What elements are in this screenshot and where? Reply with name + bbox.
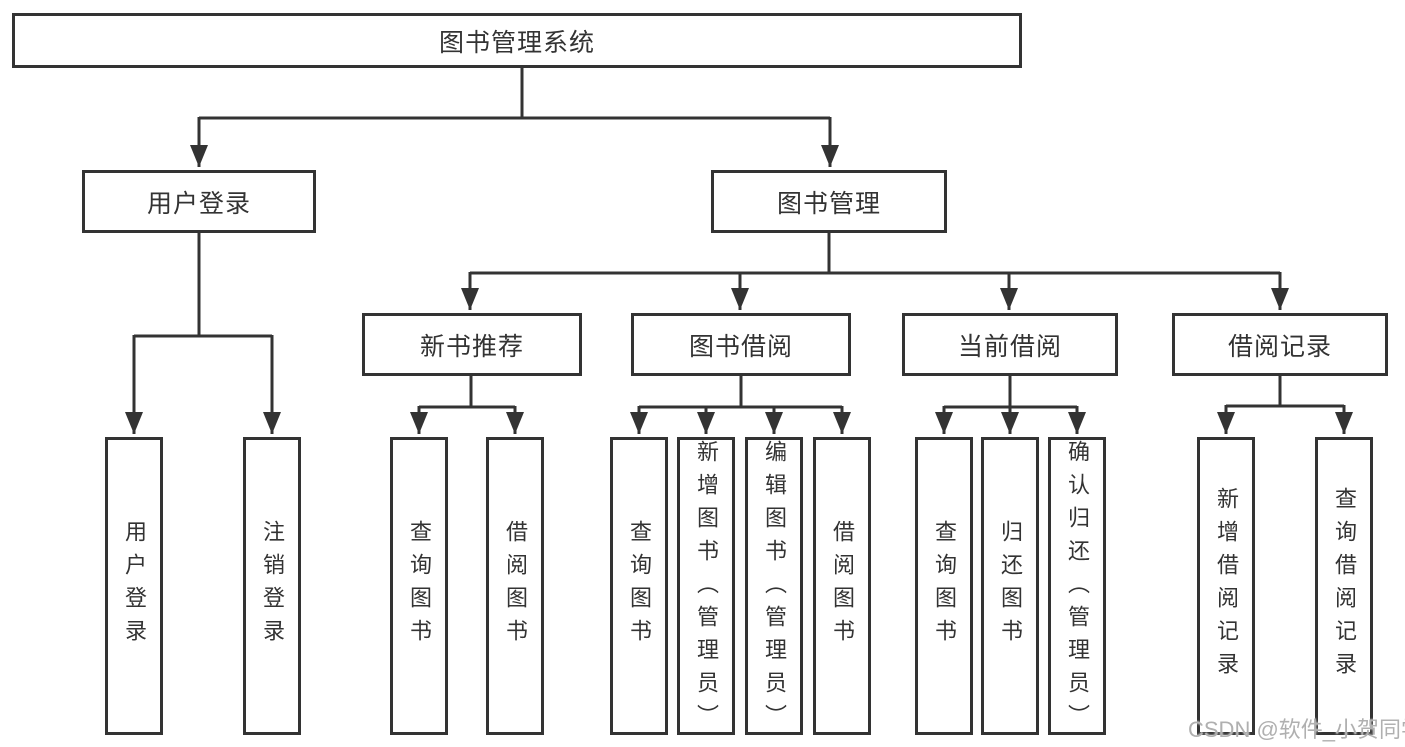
leaf-cb-return-book: 归还图书: [981, 437, 1039, 735]
csdn-watermark: CSDN @软件_小贺同学: [1188, 717, 1405, 742]
leaf-br-add-record: 新增借阅记录: [1197, 437, 1255, 735]
root-branch: [190, 68, 839, 167]
node-book-mgmt: 图书管理: [711, 170, 947, 233]
leaf-bb-edit-book-admin: 编辑图书（管理员）: [745, 437, 803, 737]
leaf-bb-add-book-admin: 新增图书（管理员）: [677, 437, 735, 737]
node-user-login: 用户登录: [82, 170, 316, 233]
leaf-nbr-query-book: 查询图书: [390, 437, 448, 735]
borrow-record-branch: [1217, 376, 1353, 434]
node-borrow-records: 借阅记录: [1172, 313, 1388, 376]
node-root-system: 图书管理系统: [12, 13, 1022, 68]
book-mgmt-branch: [461, 233, 1289, 310]
node-new-book-rec: 新书推荐: [362, 313, 582, 376]
leaf-cb-query-book: 查询图书: [915, 437, 973, 735]
node-current-borrow: 当前借阅: [902, 313, 1118, 376]
new-book-branch: [410, 376, 524, 434]
leaf-cb-confirm-return-admin: 确认归还（管理员）: [1048, 437, 1106, 737]
book-borrow-branch: [630, 376, 851, 434]
node-book-borrow: 图书借阅: [631, 313, 851, 376]
user-login-branch: [125, 233, 281, 434]
current-borrow-branch: [935, 376, 1086, 434]
leaf-user-login: 用户登录: [105, 437, 163, 735]
leaf-nbr-borrow-book: 借阅图书: [486, 437, 544, 735]
leaf-br-query-record: 查询借阅记录: [1315, 437, 1373, 735]
leaf-bb-query-book: 查询图书: [610, 437, 668, 735]
leaf-logout: 注销登录: [243, 437, 301, 735]
leaf-bb-borrow-book: 借阅图书: [813, 437, 871, 735]
